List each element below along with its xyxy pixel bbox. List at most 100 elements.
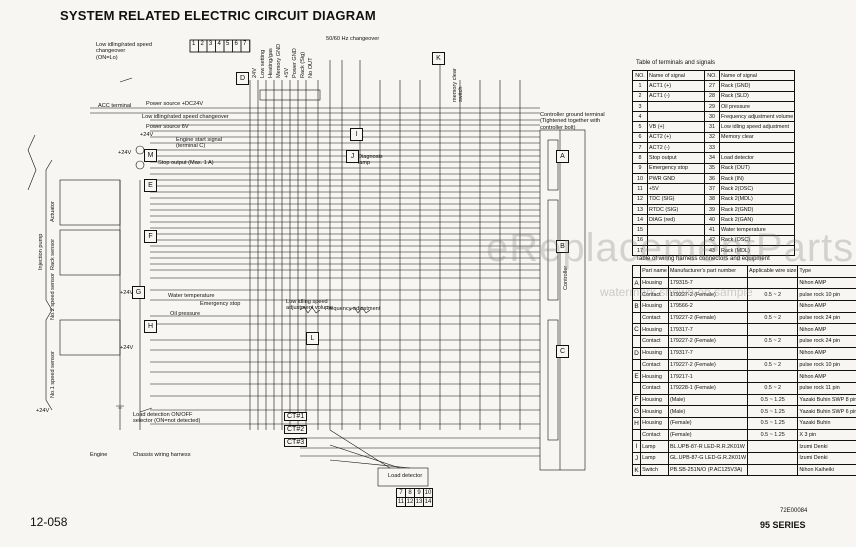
diagnosis-lamp-label: Diagnosis lamp	[358, 154, 383, 167]
table-cell	[647, 111, 705, 123]
box-label-k: K	[432, 52, 445, 65]
table-cell: Nihon AMP	[797, 276, 856, 290]
table-cell: Load detector	[718, 152, 796, 164]
strip-cell: 9	[414, 488, 424, 498]
table-cell: 179317-7	[667, 346, 749, 360]
box-label-a: A	[556, 150, 569, 163]
freq-changeover-label: 50/60 Hz changeover	[326, 36, 380, 42]
table-cell: Izumi Denki	[797, 440, 856, 453]
strip-cell: 1	[192, 41, 196, 47]
ct2-label: CT#2	[284, 425, 308, 434]
table-cell: 35	[704, 162, 720, 174]
top-vertical-label: 24V	[252, 68, 258, 78]
table-cell: Rack (GND)	[718, 80, 796, 92]
no2-speed-label: No.2 speed sensor	[50, 273, 56, 320]
table-cell: ACT2 (+)	[647, 131, 705, 144]
table-cell: 39	[704, 203, 720, 216]
ct3-label: CT#3	[284, 438, 308, 447]
box-label-m: M	[144, 149, 157, 162]
table-cell: Contact	[640, 381, 669, 395]
table-cell: (Male)	[667, 405, 749, 418]
engine-label: Engine	[90, 452, 108, 458]
water-temp-label: Water temperature	[168, 293, 215, 299]
table-cell: 0.5 ~ 2	[747, 311, 799, 325]
table-cell: Memory clear	[718, 131, 796, 144]
table-cell: 12	[632, 193, 648, 205]
table-cell: 0.5 ~ 2	[747, 335, 799, 348]
table-cell: 179227-2 (Female)	[667, 311, 749, 325]
table-cell: G	[631, 405, 642, 418]
table-cell: 3	[632, 100, 648, 113]
table-cell: Emergency stop	[647, 162, 705, 174]
table-cell: Nihon Kaiheiki	[797, 463, 856, 477]
strip-cell: 2	[200, 41, 204, 47]
table-cell: 30	[704, 111, 720, 123]
load-detection-label: Load detection ON/OFF selector (ON=not d…	[133, 412, 201, 425]
rack-sensor-label: Rack sensor	[50, 238, 56, 270]
low-idling-label: Low idling/rated speed changeover (ON=Lo…	[96, 42, 152, 61]
table-cell: PWR GND	[647, 172, 705, 185]
table-cell: 38	[704, 193, 720, 205]
table-cell	[747, 440, 799, 453]
strip-cell: 13	[414, 497, 424, 507]
table-cell: 179566-2	[667, 300, 749, 313]
memory-clear-label: memory clear switch	[452, 68, 464, 102]
series-label: 95 SERIES	[760, 520, 806, 530]
table-cell: (Male)	[667, 393, 749, 407]
top-vertical-label: Power GND	[292, 48, 298, 78]
table-cell: Rack 2(OSC)	[718, 183, 796, 195]
strip-cell: 4	[217, 41, 221, 47]
table-cell: 34	[704, 152, 720, 164]
page-number: 12-058	[30, 515, 68, 529]
table-cell: 0.5 ~ 1.25	[747, 416, 799, 430]
page-title: SYSTEM RELATED ELECTRIC CIRCUIT DIAGRAM	[60, 8, 376, 23]
table-cell: Low idling speed adjustment	[718, 121, 796, 133]
table-cell	[747, 463, 799, 477]
table-cell: pulse rock 10 pin	[797, 358, 856, 372]
stop-output-label: Stop output (Max. 1 A)	[158, 160, 214, 166]
table-cell: 0.5 ~ 2	[747, 381, 799, 395]
strip-cell: 7	[243, 41, 247, 47]
box-label-j: J	[346, 150, 359, 163]
table-cell: Rack (OUT)	[718, 162, 796, 174]
load-detector-label: Load detector	[388, 473, 423, 479]
table-cell	[631, 381, 642, 395]
table-cell: BL.UPB-87-R LED-R.R.2K01W	[667, 440, 749, 453]
table-cell: ACT1 (-)	[647, 90, 705, 102]
table-cell: ACT2 (-)	[647, 142, 705, 154]
table-cell: Contact	[640, 311, 669, 325]
table-header: NO.	[704, 69, 720, 82]
table-cell: Housing	[640, 300, 669, 313]
table-cell	[747, 370, 799, 383]
frequency-adjustment-label: Frequency adjustment	[325, 306, 381, 312]
doc-code: 72E00084	[780, 508, 808, 514]
strip-cell: 7	[396, 488, 406, 498]
table-cell: Nihon AMP	[797, 300, 856, 313]
table-cell: PB.SB-251N/O (P.AC125V3A)	[667, 463, 749, 477]
table-cell: Contact	[640, 335, 669, 348]
engine-start-label: Engine start signal (terminal C)	[176, 137, 223, 150]
table-cell: 0.5 ~ 1.25	[747, 428, 799, 442]
table-cell: 28	[704, 90, 720, 102]
table-header-row: Part name Manufacturer's part number App…	[631, 265, 856, 278]
no1-speed-label: No.1 speed sensor	[50, 351, 56, 398]
box-label-l: L	[306, 332, 319, 345]
table-cell: F	[631, 393, 642, 407]
table-cell: 1	[632, 80, 648, 92]
table-cell: Housing	[640, 405, 669, 418]
table-cell: Nihon AMP	[797, 346, 856, 360]
table-cell: 4	[632, 111, 648, 123]
table-cell: Rack 2(GAN)	[718, 214, 796, 226]
